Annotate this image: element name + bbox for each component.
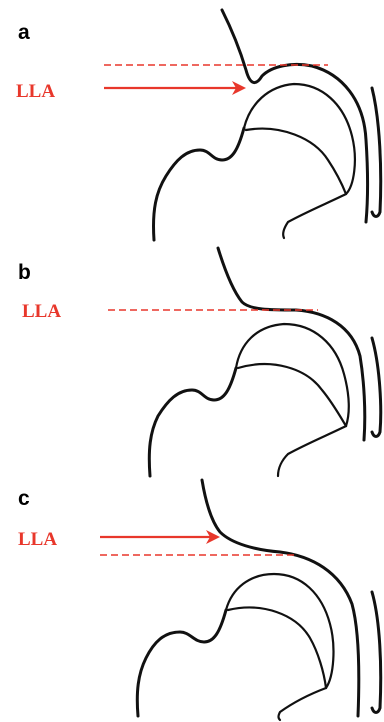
proximal-femur-outline <box>149 368 236 476</box>
acetabular-outline <box>218 248 365 440</box>
acetabular-outline <box>202 480 359 716</box>
panel-letter: c <box>18 488 30 509</box>
panel-letter: a <box>18 22 30 43</box>
hip-diagram-b <box>0 240 384 480</box>
proximal-femur-outline <box>137 610 226 716</box>
physeal-line <box>228 608 326 688</box>
acetabular-outer-wall <box>372 592 381 713</box>
panel-letter: b <box>18 262 31 283</box>
lla-label: LLA <box>16 82 55 101</box>
panel-a: a LLA <box>0 0 384 240</box>
lla-label: LLA <box>22 302 61 321</box>
femoral-head-outline <box>226 574 333 688</box>
physeal-line <box>238 364 346 426</box>
physeal-line <box>246 129 346 194</box>
hip-diagram-a <box>0 0 384 240</box>
panel-b: b LLA <box>0 240 384 480</box>
femoral-head-outline <box>236 324 349 426</box>
acetabular-outer-wall <box>372 88 381 217</box>
acetabular-outer-wall <box>372 338 381 437</box>
femoral-neck-inner <box>283 194 346 238</box>
lla-label: LLA <box>18 530 57 549</box>
panel-c: c LLA <box>0 480 384 720</box>
femoral-neck-inner <box>279 688 327 720</box>
hip-diagram-c <box>0 480 384 720</box>
femoral-neck-inner <box>278 426 346 476</box>
proximal-femur-outline <box>154 128 245 240</box>
